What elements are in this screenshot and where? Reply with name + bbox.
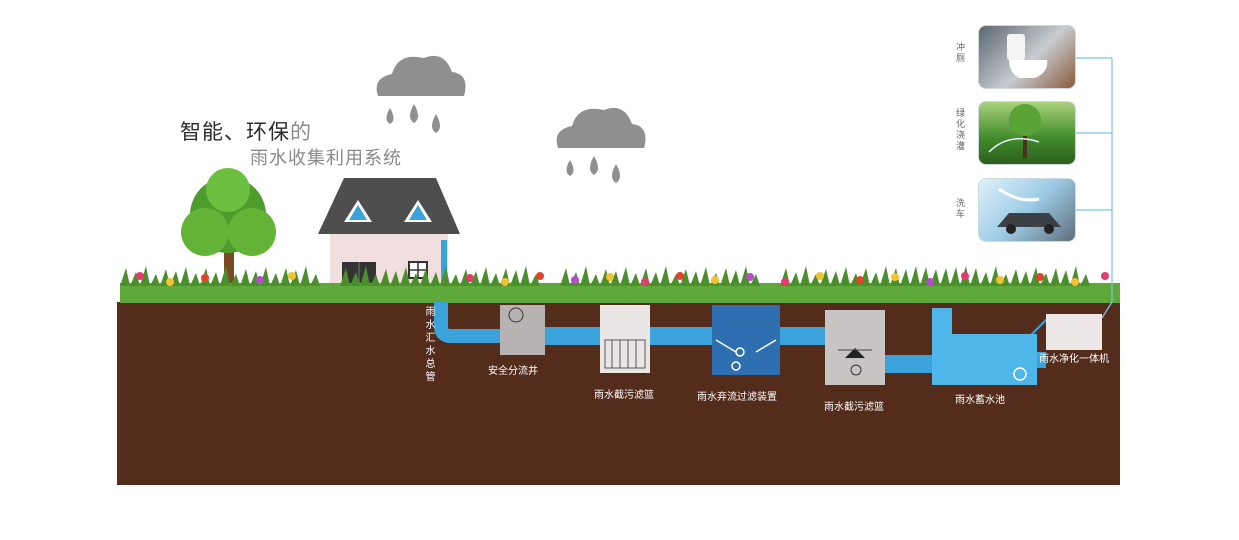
filter-basket-2 bbox=[825, 310, 885, 385]
toilet-photo bbox=[978, 25, 1076, 89]
garden-irrigation-photo bbox=[978, 101, 1076, 165]
grass-strip bbox=[120, 266, 1120, 303]
filter-basket-1 bbox=[600, 305, 650, 373]
label-safety-well: 安全分流井 bbox=[488, 366, 538, 377]
car-wash-icon bbox=[997, 187, 1061, 234]
storage-tank bbox=[932, 308, 1037, 385]
use-label-car-wash: 洗车 bbox=[954, 198, 964, 220]
label-diversion-filter: 雨水弃流过滤装置 bbox=[697, 392, 777, 403]
headline-main: 智能、环保 bbox=[180, 120, 290, 144]
diversion-filter-device bbox=[712, 305, 780, 375]
headline-accent: 的 bbox=[290, 120, 312, 144]
flowers bbox=[136, 272, 1109, 286]
toilet-icon bbox=[1007, 34, 1048, 78]
label-filter-basket-1: 雨水截污滤篮 bbox=[594, 390, 654, 401]
label-treatment-unit: 雨水净化一体机 bbox=[1039, 354, 1109, 365]
headline-line-1: 智能、环保的 bbox=[180, 116, 312, 146]
rain-cloud-icon bbox=[556, 107, 646, 183]
garden-irrigation-icon bbox=[988, 104, 1041, 158]
pipe-network bbox=[434, 302, 1049, 373]
use-label-irrigation: 绿化浇灌 bbox=[954, 108, 964, 152]
supply-line bbox=[1074, 57, 1113, 319]
label-filter-basket-2: 雨水截污滤篮 bbox=[824, 402, 884, 413]
safety-diversion-well bbox=[500, 305, 545, 355]
use-label-toilet: 冲厕 bbox=[954, 42, 964, 64]
headline-line-2: 雨水收集利用系统 bbox=[250, 148, 402, 169]
label-downpipe: 雨水汇水总管 bbox=[423, 306, 434, 384]
car-wash-photo bbox=[978, 178, 1076, 242]
label-storage-tank: 雨水蓄水池 bbox=[955, 395, 1005, 406]
rain-cloud-icon bbox=[376, 55, 466, 133]
treatment-unit bbox=[1046, 314, 1102, 350]
tree-icon bbox=[181, 168, 276, 300]
